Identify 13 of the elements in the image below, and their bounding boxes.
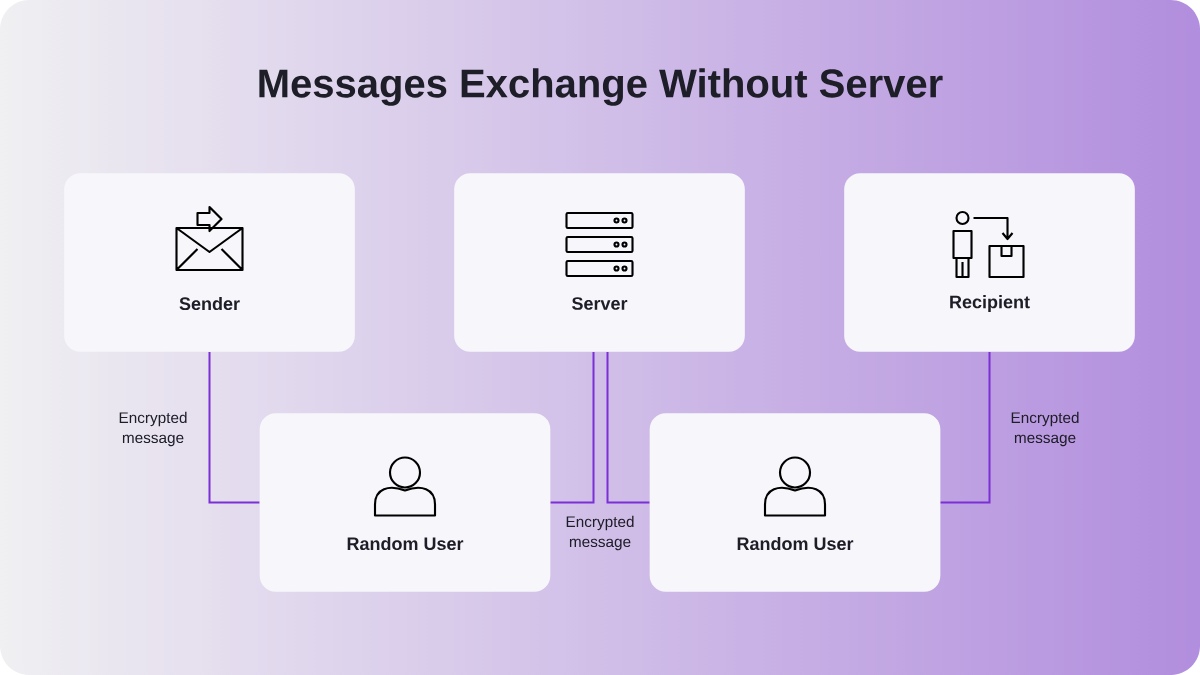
connector (549, 351, 595, 504)
title: Messages Exchange Without Server (259, 68, 943, 106)
connector (939, 351, 991, 504)
card: Recipient (844, 173, 1135, 352)
edge-label: Encrypted message (1011, 411, 1079, 447)
edge-label: Encrypted message (566, 515, 634, 551)
edge-label: Encrypted message (119, 411, 187, 447)
card: Random User (649, 413, 941, 592)
connector (606, 351, 651, 504)
card: Server (454, 173, 745, 352)
connector (208, 351, 261, 504)
card: Random User (259, 413, 551, 592)
card: Sender (64, 173, 355, 352)
